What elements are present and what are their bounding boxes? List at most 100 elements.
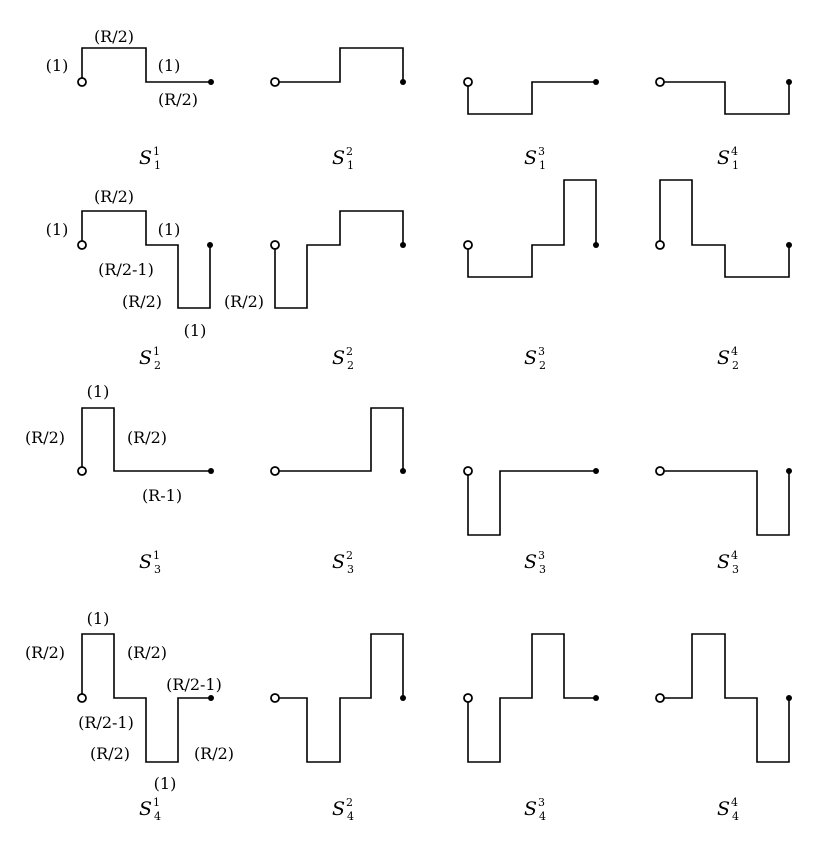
caption-superscript: 4 (731, 796, 738, 809)
end-dot (593, 242, 599, 248)
shape-s43 (463, 633, 599, 763)
end-dot (207, 242, 213, 248)
step-path (659, 179, 790, 278)
segment-label: (1) (158, 220, 181, 239)
step-path (274, 47, 404, 83)
start-circle (270, 693, 280, 703)
step-path (659, 633, 790, 763)
caption-subscript: 2 (732, 359, 739, 372)
caption-subscript: 4 (539, 810, 546, 823)
step-path (81, 210, 211, 309)
segment-label: (1) (87, 609, 110, 628)
caption-subscript: 4 (732, 810, 739, 823)
caption-subscript: 2 (347, 359, 354, 372)
caption-symbol: S (717, 347, 730, 369)
start-circle (655, 240, 665, 250)
step-path (467, 179, 597, 278)
shape-s32 (270, 407, 406, 476)
segment-label: (1) (184, 321, 207, 340)
shape-s11: (1)(R/2)(1)(R/2) (46, 27, 214, 109)
step-path (659, 81, 790, 115)
end-dot (786, 242, 792, 248)
segment-label: (R/2) (90, 744, 130, 763)
segment-label: (R/2) (122, 292, 162, 311)
shape-s33 (463, 466, 599, 536)
start-circle (270, 77, 280, 87)
step-path (81, 407, 212, 472)
step-path (274, 407, 404, 472)
shape-s23 (463, 179, 599, 278)
caption-superscript: 1 (153, 145, 160, 158)
segment-label: (R/2) (94, 187, 134, 206)
start-circle (655, 466, 665, 476)
segment-label: (R/2) (224, 292, 264, 311)
caption-subscript: 3 (154, 563, 161, 576)
caption-superscript: 3 (538, 549, 545, 562)
shape-s14 (655, 77, 792, 115)
start-circle (77, 466, 87, 476)
caption-superscript: 3 (538, 345, 545, 358)
start-circle (270, 240, 280, 250)
caption-symbol: S (717, 551, 730, 573)
end-dot (208, 79, 214, 85)
end-dot (400, 242, 406, 248)
end-dot (786, 695, 792, 701)
step-path (659, 470, 790, 536)
caption-symbol: S (139, 147, 152, 169)
caption-symbol: S (524, 551, 537, 573)
segment-label: (R/2) (158, 90, 198, 109)
caption-symbol: S (332, 798, 345, 820)
shape-s24 (655, 179, 792, 278)
caption-subscript: 3 (539, 563, 546, 576)
segment-label: (1) (158, 56, 181, 75)
caption-superscript: 4 (731, 345, 738, 358)
step-path (81, 633, 212, 763)
shape-s21: (1)(R/2)(1)(R/2-1)(R/2)(1) (46, 187, 213, 340)
caption-subscript: 3 (347, 563, 354, 576)
segment-label: (R/2) (194, 744, 234, 763)
caption-subscript: 2 (539, 359, 546, 372)
caption-symbol: S (332, 347, 345, 369)
caption-symbol: S (139, 347, 152, 369)
step-path (467, 470, 597, 536)
segment-label: (R-1) (142, 486, 182, 505)
start-circle (270, 466, 280, 476)
step-path (81, 47, 212, 83)
segment-label: (1) (46, 56, 69, 75)
caption-superscript: 3 (538, 796, 545, 809)
shape-s41: (1)(R/2)(R/2)(R/2-1)(R/2-1)(R/2)(R/2)(1) (25, 609, 234, 793)
start-circle (77, 693, 87, 703)
start-circle (463, 77, 473, 87)
end-dot (593, 695, 599, 701)
end-dot (400, 79, 406, 85)
caption-superscript: 1 (153, 796, 160, 809)
segment-label: (R/2) (25, 428, 65, 447)
segment-label: (R/2-1) (78, 713, 134, 732)
end-dot (400, 468, 406, 474)
caption-symbol: S (139, 798, 152, 820)
caption-subscript: 1 (347, 159, 354, 172)
segment-label: (1) (154, 774, 177, 793)
shape-s31: (1)(R/2)(R/2)(R-1) (25, 382, 214, 505)
caption-subscript: 4 (154, 810, 161, 823)
caption-symbol: S (717, 147, 730, 169)
caption-superscript: 1 (153, 549, 160, 562)
step-path (467, 81, 597, 115)
end-dot (208, 695, 214, 701)
shape-s44 (655, 633, 792, 763)
shape-s22: (R/2) (224, 210, 406, 311)
shape-s34 (655, 466, 792, 536)
